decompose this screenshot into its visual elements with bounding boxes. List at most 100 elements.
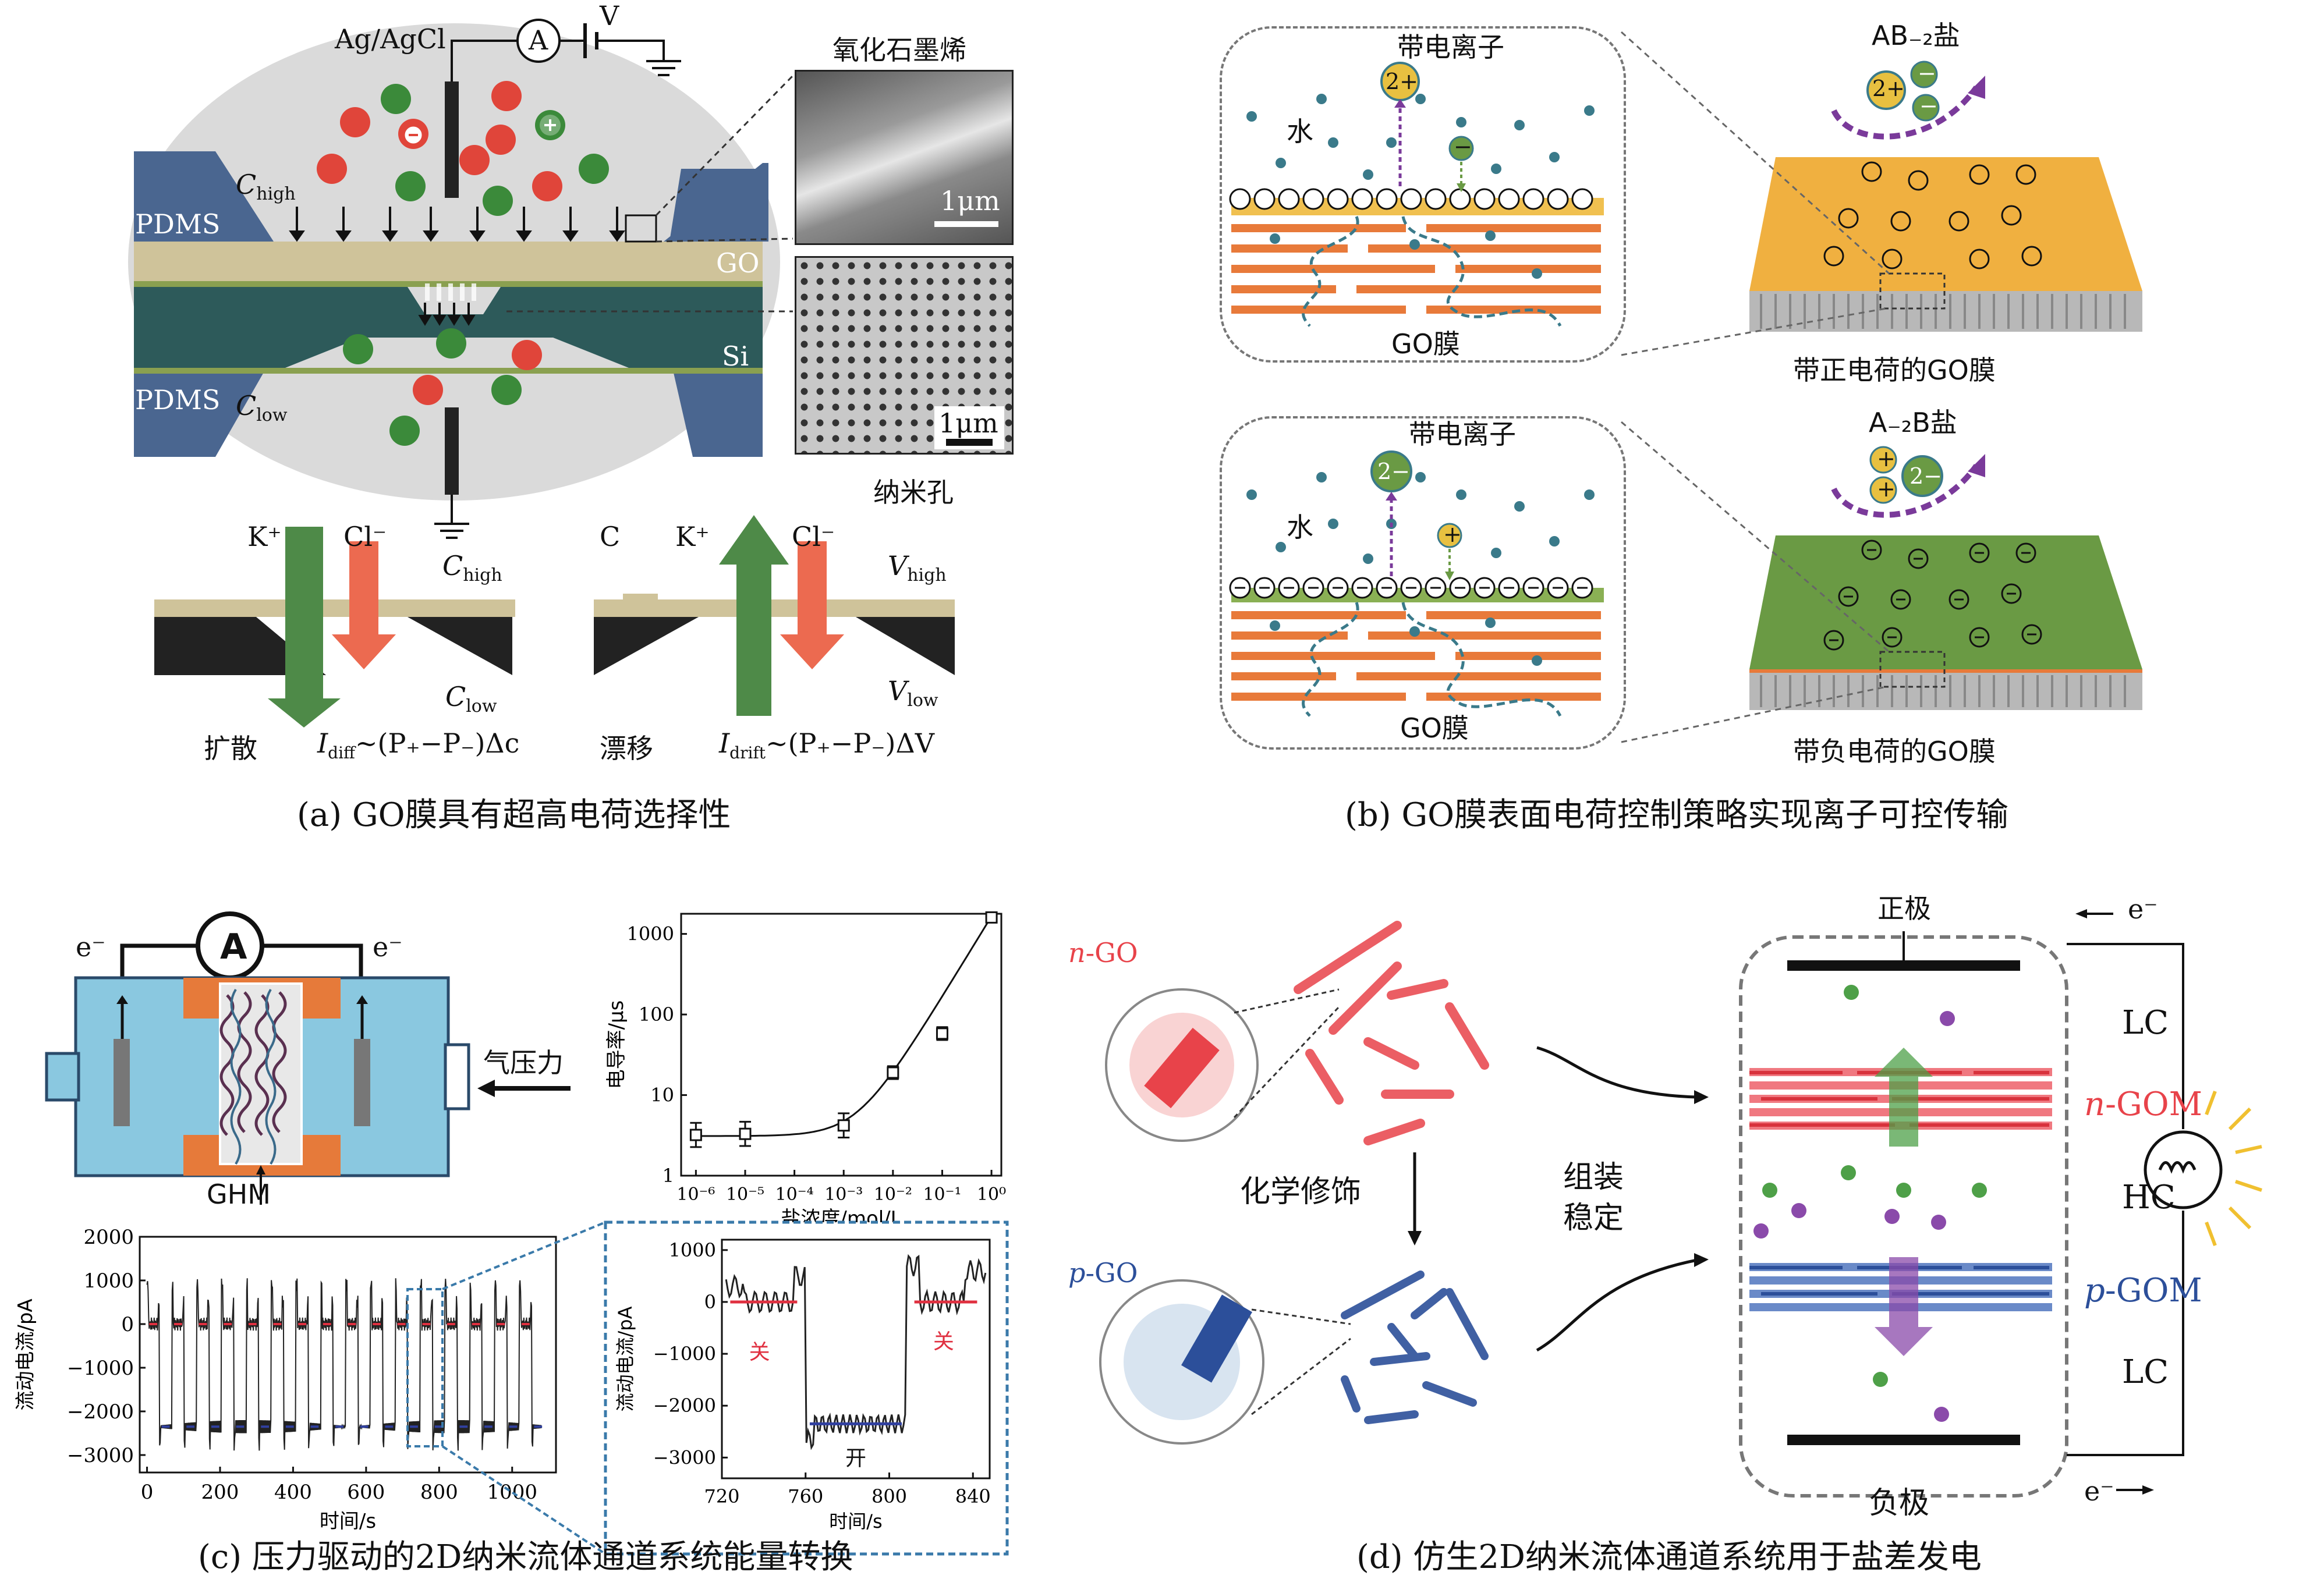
salt-bottom-ion-2: + xyxy=(1877,476,1896,502)
y-axis-label: 电导率/μs xyxy=(605,1000,628,1090)
drift-label: 漂移 xyxy=(600,733,653,764)
y-tick-label: 1000 xyxy=(669,1239,716,1261)
v-low-label: Vlow xyxy=(888,675,938,711)
x-tick-label: 200 xyxy=(201,1481,239,1504)
x-tick-label: 10⁻⁴ xyxy=(775,1184,814,1205)
go-sem-image xyxy=(795,70,1014,245)
panel-a-caption: (a) GO膜具有超高电荷选择性 xyxy=(297,796,731,834)
cl-minus-left: Cl⁻ xyxy=(343,521,387,552)
data-point xyxy=(936,1027,948,1040)
x-tick-label: 10⁻⁵ xyxy=(726,1184,764,1205)
x-tick-label: 1000 xyxy=(487,1481,537,1504)
x-axis-label: 时间/s xyxy=(320,1510,376,1533)
assembly-label-2: 稳定 xyxy=(1563,1201,1624,1236)
salt-top-ion-2: − xyxy=(1918,61,1936,86)
electron-bottom-d: e⁻ xyxy=(2084,1475,2114,1507)
x-tick-label: 10⁻⁶ xyxy=(676,1184,715,1205)
ghm-label: GHM xyxy=(207,1179,271,1210)
electrode-label: Ag/AgCl xyxy=(335,23,446,55)
x-axis-label: 时间/s xyxy=(829,1510,882,1532)
x-tick-label: 720 xyxy=(704,1485,739,1507)
plot-frame xyxy=(139,1236,557,1474)
salt-bottom-ion-3: 2− xyxy=(1909,463,1943,489)
y-tick-label: 0 xyxy=(704,1291,716,1313)
x-tick-label: 10⁻¹ xyxy=(923,1184,961,1205)
go-film-bottom: GO膜 xyxy=(1400,712,1469,744)
y-tick-label: 1 xyxy=(663,1165,674,1187)
data-point xyxy=(739,1127,752,1140)
drift-equation: Idrift~(P₊−P₋)ΔV xyxy=(719,728,934,763)
go-inset-title: 氧化石墨烯 xyxy=(832,34,966,66)
charged-ion-top: 带电离子 xyxy=(1397,31,1504,63)
salt-bottom-ion-1: + xyxy=(1877,446,1896,471)
assembly-label-1: 组装 xyxy=(1563,1160,1624,1195)
x-tick-label: 760 xyxy=(788,1485,823,1507)
cl-minus-right: Cl⁻ xyxy=(792,521,835,552)
x-tick-label: 400 xyxy=(274,1481,312,1504)
ion-2minus-bottom: 2− xyxy=(1377,459,1411,484)
panel-d-caption: (d) 仿生2D纳米流体通道系统用于盐差发电 xyxy=(1356,1538,1982,1576)
x-tick-label: 10⁻³ xyxy=(824,1184,863,1205)
water-bottom: 水 xyxy=(1287,512,1313,543)
y-tick-label: 100 xyxy=(639,1003,674,1026)
x-tick-label: 840 xyxy=(955,1485,991,1507)
off-label-left: 关 xyxy=(749,1340,770,1364)
scale-label-top: 1μm xyxy=(940,185,1000,217)
salt-bottom: A₋₂B盐 xyxy=(1869,407,1957,438)
panel-b-top-box xyxy=(1220,26,1626,363)
panel-b-schematic xyxy=(1229,31,2142,743)
nanopore-inset-title: 纳米孔 xyxy=(873,477,954,508)
y-axis-label: 流动电流/pA xyxy=(614,1306,636,1411)
electron-left-c: e⁻ xyxy=(76,931,106,963)
y-tick-label: −3000 xyxy=(67,1444,134,1467)
fit-curve xyxy=(696,916,993,1137)
v-high-label: Vhigh xyxy=(888,550,947,586)
water-top: 水 xyxy=(1287,116,1313,147)
zoom-current-trace xyxy=(725,1254,987,1450)
salt-top: AB₋₂盐 xyxy=(1872,20,1960,51)
n-gom-label: n-GOM xyxy=(2084,1085,2202,1123)
k-plus-left: K⁺ xyxy=(247,521,282,552)
y-tick-label: −1000 xyxy=(653,1343,716,1365)
k-plus-right: K⁺ xyxy=(675,521,710,552)
y-tick-label: −2000 xyxy=(67,1400,134,1424)
on-label: 开 xyxy=(845,1447,866,1471)
ion-minus-top: − xyxy=(1454,134,1472,159)
x-tick-label: 10⁻² xyxy=(874,1184,912,1205)
diffusion-label: 扩散 xyxy=(204,733,257,764)
c-low-left: Clow xyxy=(445,681,497,717)
ion-plus-bottom: + xyxy=(1443,521,1462,547)
x-tick-label: 600 xyxy=(347,1481,385,1504)
salt-top-ion-1: 2+ xyxy=(1872,76,1905,101)
positive-electrode-label: 正极 xyxy=(1877,893,1931,924)
scale-bar-top xyxy=(934,221,998,227)
go-film-top: GO膜 xyxy=(1391,328,1460,360)
hc-label: HC xyxy=(2122,1179,2176,1216)
y-tick-label: 10 xyxy=(650,1084,674,1106)
scale-label-bottom: 1μm xyxy=(938,407,998,439)
panel-b-bottom-box xyxy=(1220,416,1626,750)
data-point xyxy=(985,911,998,924)
data-point xyxy=(887,1066,899,1079)
y-tick-label: 1000 xyxy=(83,1269,134,1293)
x-tick-label: 800 xyxy=(420,1481,458,1504)
pdms-bottom-label: PDMS xyxy=(135,384,221,416)
negative-film-label: 带负电荷的GO膜 xyxy=(1793,736,1996,767)
lc-top-label: LC xyxy=(2122,1004,2169,1042)
y-tick-label: 2000 xyxy=(83,1226,134,1249)
panel-a-schematic xyxy=(128,19,794,539)
diffusion-drift-diagram xyxy=(154,515,955,728)
charged-ion-bottom: 带电离子 xyxy=(1409,418,1516,450)
lc-bottom-label: LC xyxy=(2122,1353,2169,1391)
y-axis-label: 流动电流/pA xyxy=(14,1298,37,1410)
ammeter-c-label: A xyxy=(220,927,247,967)
n-go-label: n-GO xyxy=(1068,937,1138,968)
x-tick-label: 800 xyxy=(872,1485,907,1507)
plot-frame xyxy=(680,913,1002,1177)
panel-d-schematic xyxy=(1099,909,2262,1498)
salt-top-ion-3: − xyxy=(1919,93,1938,119)
plot-frame xyxy=(721,1239,991,1479)
pdms-top-label: PDMS xyxy=(135,208,221,240)
